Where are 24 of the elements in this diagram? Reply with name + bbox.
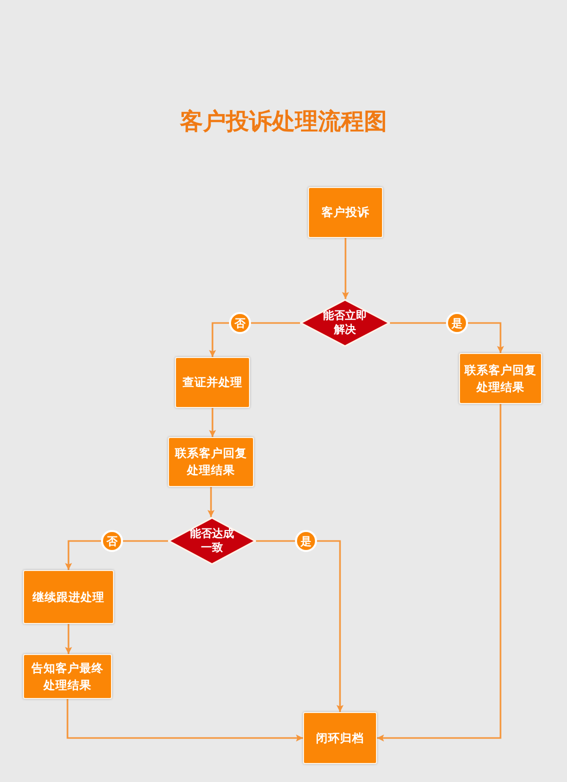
decision-diamond: 能否达成一致 xyxy=(168,517,256,565)
arrow xyxy=(256,540,344,712)
arrow xyxy=(208,487,214,517)
arrow xyxy=(65,540,168,570)
process-box: 告知客户最终处理结果 xyxy=(23,654,112,699)
arrow xyxy=(209,408,216,437)
edge-label: 是 xyxy=(295,530,317,552)
edge-label: 否 xyxy=(101,530,123,552)
arrow xyxy=(209,322,300,357)
arrow xyxy=(65,624,72,654)
title: 客户投诉处理流程图 xyxy=(180,109,387,135)
arrow xyxy=(66,699,303,742)
process-box: 查证并处理 xyxy=(175,357,250,408)
edge-label: 否 xyxy=(229,312,251,334)
process-box: 联系客户回复处理结果 xyxy=(168,437,254,487)
arrow xyxy=(342,238,349,299)
arrow xyxy=(377,404,502,742)
edge-label: 是 xyxy=(446,312,468,334)
arrow xyxy=(390,322,504,353)
process-box: 联系客户回复处理结果 xyxy=(459,353,542,404)
decision-diamond: 能否立即解决 xyxy=(300,299,390,347)
process-box: 客户投诉 xyxy=(308,187,383,238)
process-box: 闭环归档 xyxy=(303,712,377,764)
process-box: 继续跟进处理 xyxy=(23,570,114,624)
